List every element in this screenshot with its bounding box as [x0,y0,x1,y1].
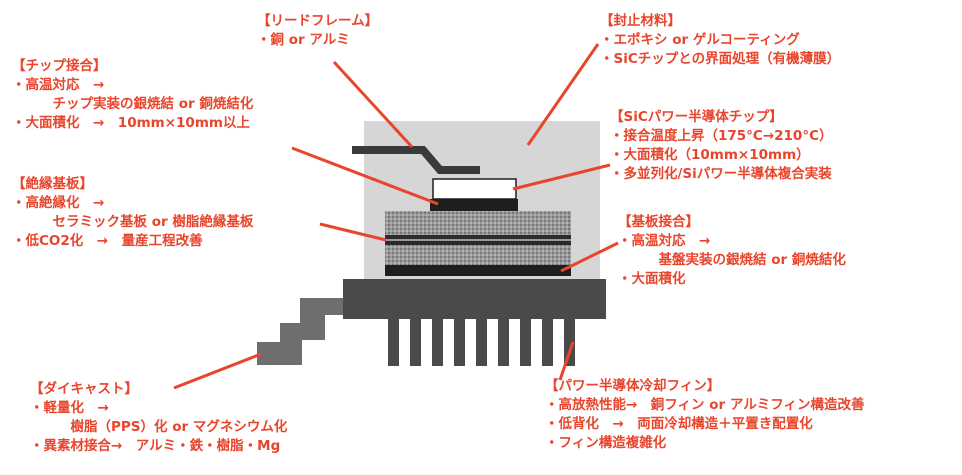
insulating-substrate-title: 【絶縁基板】 [12,176,93,192]
substrate-bonding-line: 基盤実装の銀焼結 or 銅焼結化 [618,252,846,268]
chip-bonding-layer [430,199,518,211]
callout-cooling-fin: 【パワー半導体冷却フィン】 ・高放熱性能→ 銅フィン or アルミフィン構造改善… [545,377,864,453]
upper-copper-layer [385,211,571,235]
chip-bonding-line: ・高温対応 → [12,77,105,93]
cooling-fins [388,319,575,366]
callout-insulating-substrate: 【絶縁基板】 ・高絶縁化 → セラミック基板 or 樹脂絶縁基板 ・低CO2化 … [12,175,253,251]
callout-chip-bonding: 【チップ接合】 ・高温対応 → チップ実装の銀焼結 or 銅焼結化 ・大面積化 … [12,57,253,133]
callout-lead-frame: 【リードフレーム】 ・銅 or アルミ [257,12,378,50]
insulating-substrate-line: ・低CO2化 → 量産工程改善 [12,233,203,249]
encapsulant-line: ・エポキシ or ゲルコーティング [600,32,800,48]
die-cast-title: 【ダイキャスト】 [30,381,138,397]
cooling-fin-line: ・フィン構造複雑化 [545,435,667,451]
cooling-fin-title: 【パワー半導体冷却フィン】 [545,378,721,394]
substrate-bonding-line: ・高温対応 → [618,233,711,249]
cooling-fin-line: ・低背化 → 両面冷却構造＋平置き配置化 [545,416,813,432]
sic-chip-title: 【SiCパワー半導体チップ】 [610,109,783,125]
sic-chip-line: ・大面積化（10mm×10mm） [610,147,810,163]
insulating-substrate-line: ・高絶縁化 → [12,195,105,211]
die-cast-line: ・軽量化 → [30,400,109,416]
lead-frame [352,146,480,174]
heatsink-base [343,279,606,319]
cooling-fin-line: ・高放熱性能→ 銅フィン or アルミフィン構造改善 [545,397,865,413]
chip-bonding-title: 【チップ接合】 [12,58,107,74]
die-cast-part [257,298,352,365]
callout-sic-chip: 【SiCパワー半導体チップ】 ・接合温度上昇（175°C→210°C） ・大面積… [610,108,833,184]
callout-die-cast: 【ダイキャスト】 ・軽量化 → 樹脂（PPS）化 or マグネシウム化 ・異素材… [30,380,287,456]
die-cast-line: 樹脂（PPS）化 or マグネシウム化 [30,419,288,435]
leader-lines [173,43,619,390]
sic-chip [432,178,517,200]
chip-bonding-line: ・大面積化 → 10mm×10mm以上 [12,115,250,131]
encapsulant-line: ・SiCチップとの界面処理（有機薄膜） [600,51,841,67]
substrate-bonding-title: 【基板接合】 [618,214,699,230]
lead-frame-line: ・銅 or アルミ [257,32,350,48]
callout-substrate-bonding: 【基板接合】 ・高温対応 → 基盤実装の銀焼結 or 銅焼結化 ・大面積化 [618,213,846,289]
substrate-bonding-line: ・大面積化 [618,271,686,287]
lead-frame-title: 【リードフレーム】 [257,13,379,29]
sic-chip-line: ・接合温度上昇（175°C→210°C） [610,128,833,144]
encapsulant-title: 【封止材料】 [600,13,681,29]
sic-chip-line: ・多並列化/Siパワー半導体複合実装 [610,166,832,182]
insulating-substrate-line: セラミック基板 or 樹脂絶縁基板 [12,214,254,230]
substrate-bonding-layer [385,265,571,276]
callout-encapsulant: 【封止材料】 ・エポキシ or ゲルコーティング ・SiCチップとの界面処理（有… [600,12,840,69]
lower-copper-layer [385,245,571,265]
chip-bonding-line: チップ実装の銀焼結 or 銅焼結化 [12,96,254,112]
die-cast-line: ・異素材接合→ アルミ・鉄・樹脂・Mg [30,438,281,454]
